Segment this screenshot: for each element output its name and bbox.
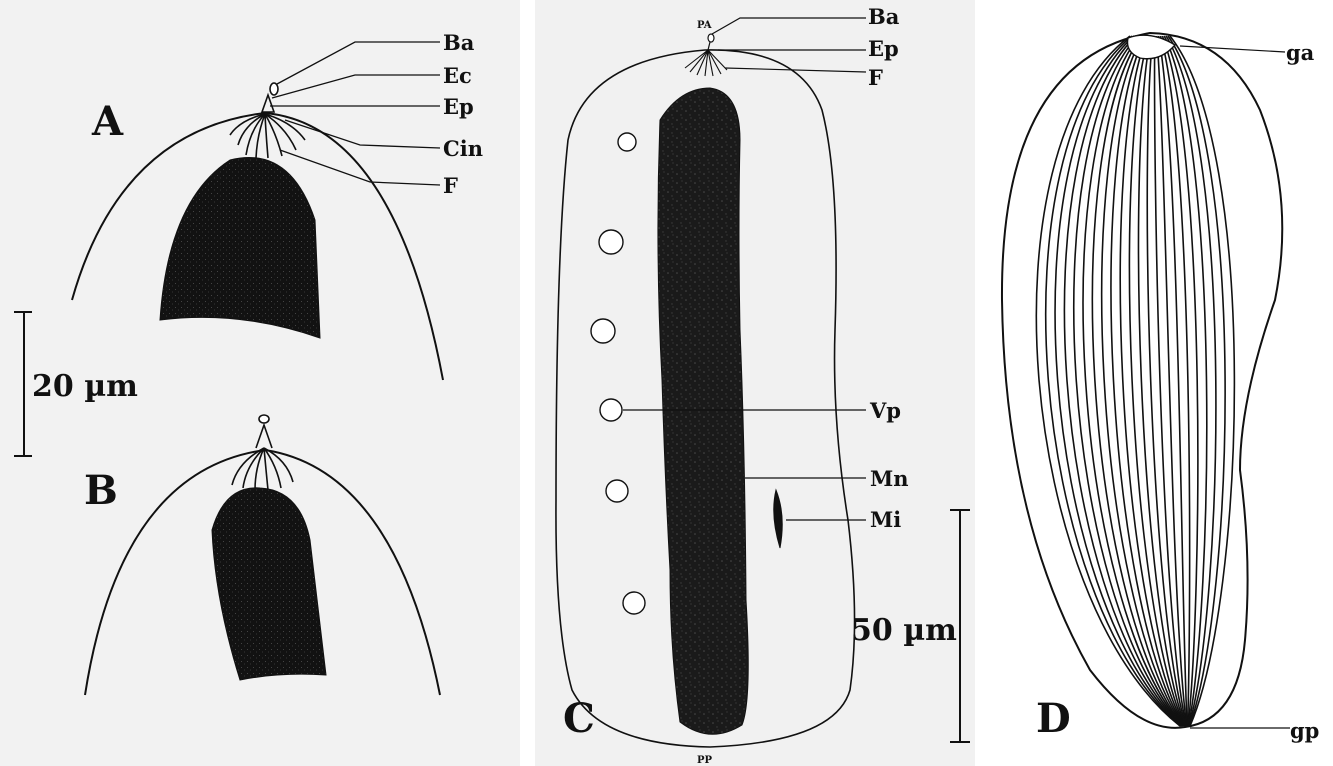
panel-c-vacuole-1 [618, 133, 636, 151]
panel-c-macronucleus [658, 88, 748, 734]
kinety-line [1155, 36, 1187, 726]
panel-c-label-pp: PP [697, 755, 713, 766]
panel-a-fibres [230, 114, 305, 158]
panel-c-label-vp: Vp [869, 398, 901, 423]
panel-d-label-gp: gp [1290, 718, 1319, 743]
panel-c-fibres [685, 50, 727, 76]
panel-c-micronucleus [774, 490, 783, 548]
panel-a-macronucleus [160, 158, 320, 339]
panel-c-vacuole-4 [600, 399, 622, 421]
panel-a-scale-bar [14, 312, 32, 456]
panel-b-macronucleus [212, 488, 326, 680]
panel-a-label-ba: Ba [443, 30, 475, 55]
panel-a-label-f: F [443, 173, 458, 198]
panel-c-letter: C [563, 695, 595, 742]
kinety-line [1147, 36, 1185, 726]
panel-c: PA PP Ba Ep F Vp Mn Mi 50 µm C [556, 4, 970, 766]
panel-c-label-ba: Ba [868, 4, 900, 29]
panel-c-basal-apparatus [708, 34, 714, 50]
panel-c-vacuole-3 [591, 319, 615, 343]
panel-c-vacuole-2 [599, 230, 623, 254]
panel-a-leader-lines [270, 42, 440, 185]
panel-a-label-ep: Ep [443, 94, 474, 119]
panel-b: B [84, 415, 440, 695]
panel-c-label-f: F [868, 65, 883, 90]
panel-c-label-mi: Mi [870, 507, 901, 532]
panel-d: ga gp D [1002, 33, 1319, 743]
panel-b-basal-apparatus [256, 415, 272, 448]
panel-d-label-ga: ga [1286, 40, 1315, 65]
panel-a-letter: A [91, 98, 124, 145]
panel-c-scale-label: 50 µm [851, 613, 957, 648]
panel-c-label-pa: PA [697, 20, 712, 31]
panel-c-vacuole-6 [623, 592, 645, 614]
panel-d-letter: D [1036, 695, 1071, 742]
panel-a-label-cin: Cin [443, 136, 483, 161]
kinety-line [1164, 36, 1206, 726]
panel-c-label-mn: Mn [870, 466, 909, 491]
panel-c-vacuole-5 [606, 480, 628, 502]
panel-a: Ba Ec Ep Cin F A 20 µm [14, 30, 483, 456]
kinety-line [1074, 36, 1182, 726]
panel-a-label-ec: Ec [443, 63, 472, 88]
panel-a-scale-label: 20 µm [32, 369, 138, 404]
panel-c-label-ep: Ep [868, 36, 899, 61]
panel-b-letter: B [84, 467, 118, 514]
kinety-line [1160, 36, 1189, 726]
